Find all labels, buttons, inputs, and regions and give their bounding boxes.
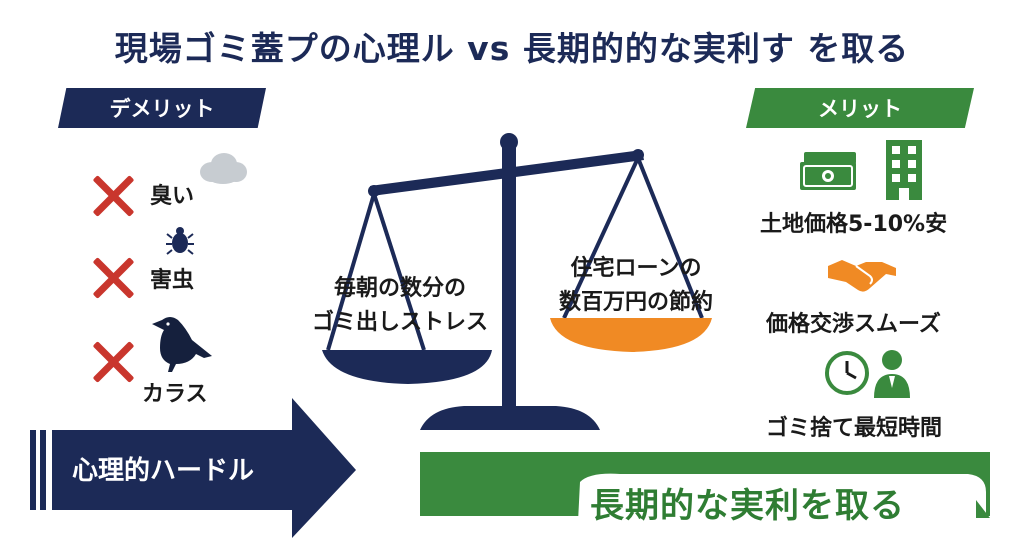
left-pan-line-1: 毎朝の数分の — [333, 276, 466, 301]
con-smell: 臭い — [150, 184, 195, 209]
cross-icon — [90, 338, 136, 384]
cross-icon — [90, 172, 136, 218]
cross-icon — [90, 254, 136, 300]
bug-icon — [166, 227, 194, 255]
left-pan-line-2: ゴミ出しストレス — [312, 310, 489, 335]
right-pan-line-1: 住宅ローンの — [570, 256, 702, 281]
money-icon — [800, 152, 856, 190]
hurdle-label: 心理的ハードル — [72, 456, 255, 486]
practical-benefit-label: 長期的な実利を取る — [590, 486, 905, 526]
right-pan-line-2: 数百万円の節約 — [558, 290, 713, 315]
hurdle-arrow — [30, 398, 356, 538]
balance-scale — [322, 133, 712, 430]
con-pests: 害虫 — [150, 268, 195, 293]
pro-disposal-time: ゴミ捨て最短時間 — [766, 416, 943, 441]
pro-negotiation: 価格交渉スムーズ — [766, 312, 941, 337]
page-title: 現場ゴミ蓋プの心理ル vs 長期的的な実利す を取る — [114, 29, 910, 68]
right-pan-label: 住宅ローンの 数百万円の節約 — [546, 252, 726, 320]
demerit-banner: デメリット — [58, 88, 266, 128]
practical-benefit-banner — [420, 452, 990, 540]
crow-icon — [152, 317, 212, 372]
smell-cloud-icon — [200, 153, 247, 184]
building-icon — [886, 140, 922, 200]
pro-land-price: 土地価格5-10%安 — [760, 212, 948, 237]
con-crows: カラス — [142, 382, 208, 407]
merit-banner: メリット — [746, 88, 974, 128]
handshake-icon — [828, 260, 896, 292]
clock-icon — [825, 351, 869, 395]
person-icon — [874, 350, 910, 398]
left-pan-label: 毎朝の数分の ゴミ出しストレス — [312, 272, 488, 340]
